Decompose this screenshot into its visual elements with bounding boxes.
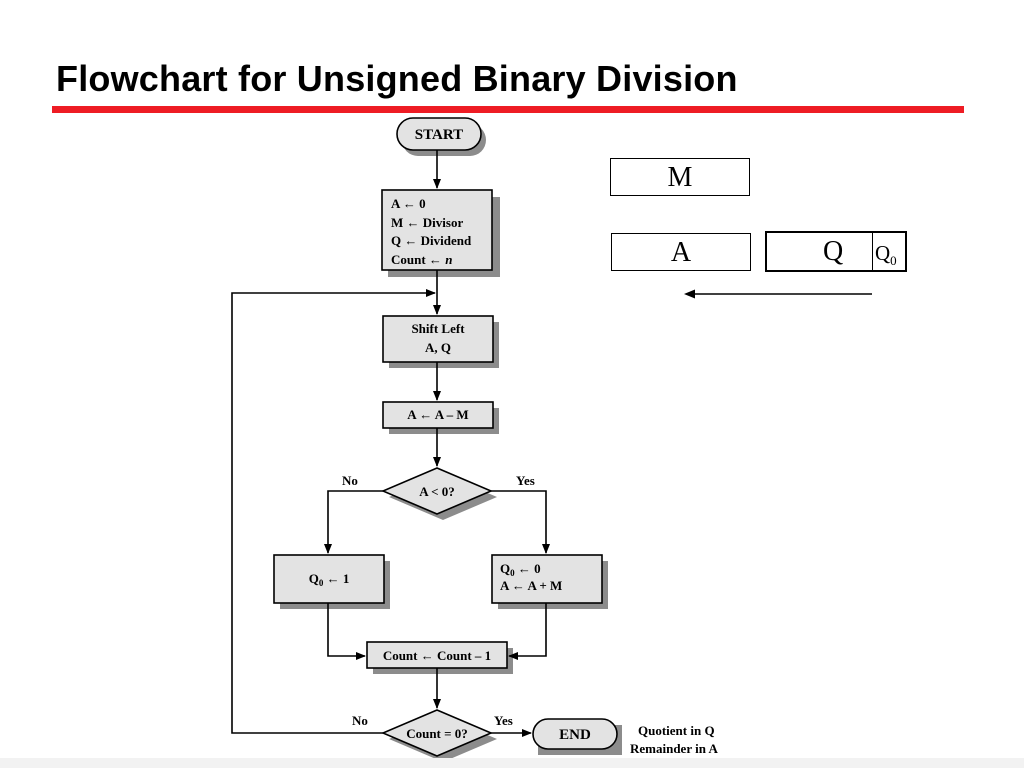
- shift-left-arrow-icon: [684, 289, 872, 299]
- restore-box: [491, 554, 603, 604]
- restore-q0-label: Q0 ← 0: [500, 561, 541, 578]
- sign-decision: [380, 467, 494, 515]
- register-q: Q Q0: [765, 231, 907, 272]
- count-yes-label: Yes: [494, 713, 513, 728]
- register-a: A: [611, 233, 751, 271]
- result-line: Quotient in Q: [638, 723, 715, 738]
- start-terminal: [396, 117, 482, 151]
- start-label: START: [415, 127, 463, 143]
- init-box: [381, 189, 493, 271]
- footer-band: [0, 758, 1024, 768]
- register-m: M: [610, 158, 750, 196]
- subtract-box: [382, 401, 494, 429]
- subtract-label: A ← A – M: [407, 407, 468, 422]
- decrement-label: Count ← Count – 1: [383, 648, 491, 663]
- end-terminal: [532, 718, 618, 750]
- init-line: M ← Divisor: [391, 215, 463, 230]
- count-decision: [380, 709, 494, 757]
- restore-add-label: A ← A + M: [500, 578, 562, 593]
- q0-divider: [872, 233, 873, 270]
- sign-decision-label: A < 0?: [419, 484, 455, 499]
- arrow-no-branch: [324, 490, 383, 554]
- arrow-yes-branch: [491, 490, 550, 554]
- set-q0-label: Q0 ← 1: [309, 571, 350, 588]
- result-line: Remainder in A: [630, 741, 718, 756]
- init-line: A ← 0: [391, 196, 426, 211]
- shift-box: [382, 315, 494, 363]
- register-q0-label: Q0: [875, 241, 897, 269]
- sign-no-label: No: [342, 473, 358, 488]
- register-q-label: Q: [823, 236, 844, 267]
- arrow-left-merge: [327, 603, 366, 660]
- shift-line: Shift Left: [411, 321, 465, 336]
- sign-yes-label: Yes: [516, 473, 535, 488]
- count-decision-label: Count = 0?: [406, 726, 468, 741]
- arrow-loop-back: [231, 289, 436, 734]
- end-label: END: [559, 727, 591, 743]
- init-line: Q ← Dividend: [391, 233, 472, 248]
- set-q0-box: [273, 554, 385, 604]
- shift-line: A, Q: [425, 340, 451, 355]
- count-no-label: No: [352, 713, 368, 728]
- slide-title: Flowchart for Unsigned Binary Division: [56, 58, 738, 99]
- init-count-line: Count ← n: [391, 252, 452, 267]
- title-underline: [52, 106, 964, 113]
- arrow-right-merge: [508, 603, 547, 660]
